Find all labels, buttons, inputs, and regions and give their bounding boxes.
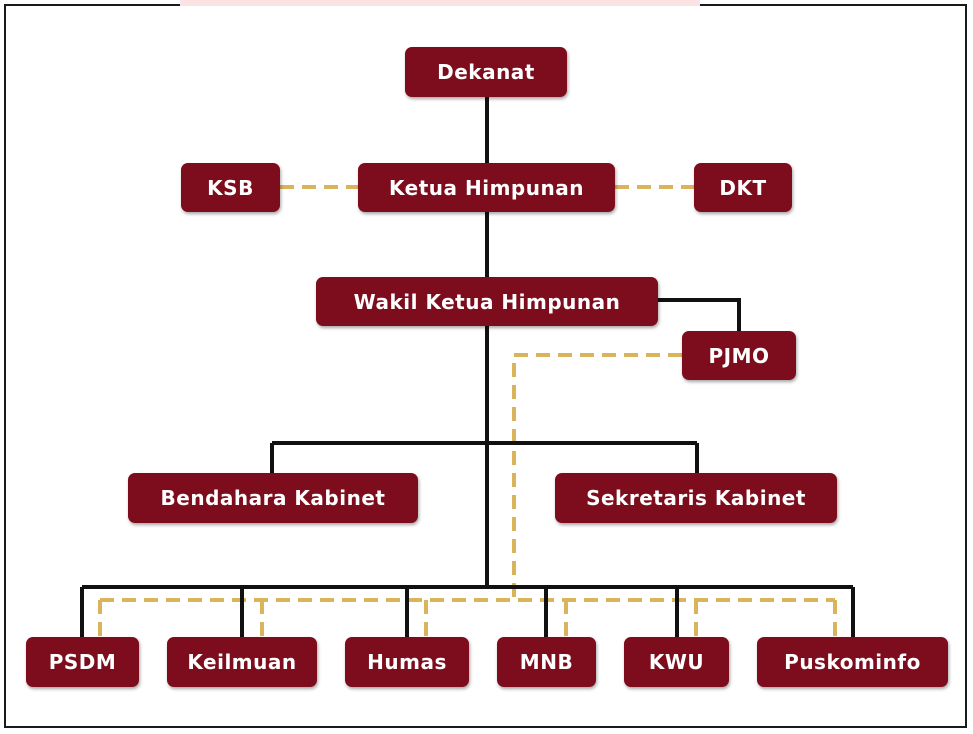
node-sekretaris-kabinet: Sekretaris Kabinet (555, 473, 837, 523)
node-ketua-himpunan: Ketua Himpunan (358, 163, 615, 212)
node-pjmo: PJMO (682, 331, 796, 380)
node-division-puskominfo: Puskominfo (757, 637, 948, 687)
node-division-psdm: PSDM (26, 637, 139, 687)
node-division-mnb: MNB (497, 637, 596, 687)
node-ksb: KSB (181, 163, 280, 212)
node-division-keilmuan: Keilmuan (167, 637, 317, 687)
pjmo-dashed-link (512, 353, 682, 600)
node-bendahara-kabinet: Bendahara Kabinet (128, 473, 418, 523)
node-dekanat: Dekanat (405, 47, 567, 97)
node-dkt: DKT (694, 163, 792, 212)
wakil-pjmo-link (658, 298, 741, 331)
background-tint (180, 0, 700, 6)
solid-connectors (80, 97, 855, 637)
dashed-connectors (98, 185, 837, 637)
node-division-humas: Humas (345, 637, 469, 687)
node-division-kwu: KWU (624, 637, 729, 687)
node-wakil-ketua-himpunan: Wakil Ketua Himpunan (316, 277, 658, 326)
